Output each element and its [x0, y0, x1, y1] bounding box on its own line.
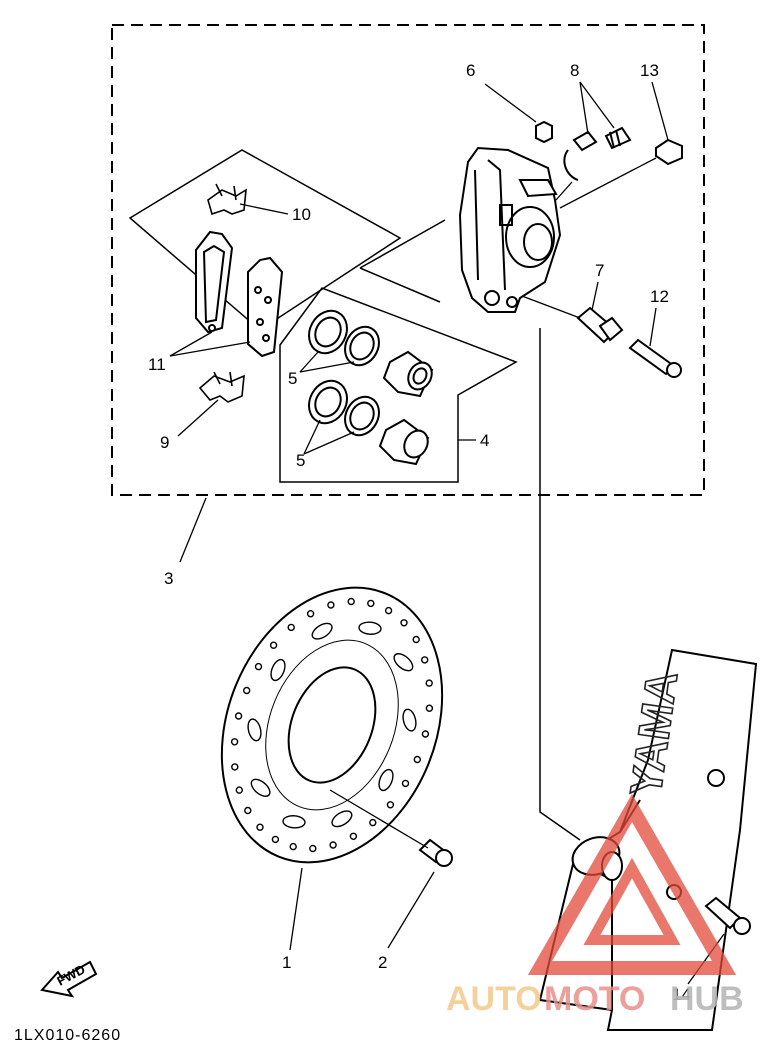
disc-hole	[400, 619, 408, 627]
piston-bottom	[378, 418, 430, 466]
disc-slot	[311, 622, 333, 640]
disc-slot	[282, 815, 306, 829]
disc-slot	[247, 718, 262, 742]
disc-hole	[386, 801, 395, 809]
disc-hole	[254, 662, 263, 671]
disc-slot	[250, 778, 271, 797]
label-part-12: 12	[650, 287, 669, 306]
bleed-screw	[563, 126, 632, 181]
disc-hole	[425, 679, 433, 687]
disc-hole	[269, 641, 278, 649]
cap	[655, 138, 683, 166]
disc-hole	[242, 686, 251, 695]
seal-kit-outline	[279, 287, 518, 483]
bleed-cap	[535, 120, 553, 144]
disc-slot	[331, 810, 353, 828]
disc-slot	[270, 658, 286, 682]
disc-slot	[393, 653, 414, 672]
piston-top	[382, 350, 434, 398]
label-part-11: 11	[148, 355, 166, 374]
disc-slot	[358, 621, 382, 635]
pad-pin	[628, 338, 682, 378]
fork-bolt	[704, 896, 751, 935]
disc-hole	[349, 832, 358, 840]
disc-slot	[402, 708, 417, 732]
label-part-5-bottom: 5	[296, 451, 305, 470]
label-part-13: 13	[640, 61, 659, 80]
label-part-3: 3	[164, 569, 173, 588]
label-part-6: 6	[466, 61, 475, 80]
disc-hole	[329, 841, 337, 849]
disc-hole	[369, 818, 377, 827]
watermark-logo	[527, 793, 737, 975]
pad-spring-upper	[207, 183, 247, 216]
label-part-1: 1	[282, 953, 291, 972]
fwd-arrow-icon: FWD	[40, 960, 98, 998]
label-part-9: 9	[160, 433, 169, 452]
label-part-2: 2	[378, 953, 387, 972]
disc-hole	[306, 610, 315, 618]
label-part-10: 10	[292, 205, 311, 224]
disc-hole	[244, 806, 252, 815]
caliper-bolt	[576, 306, 624, 344]
disc-hole	[256, 823, 264, 831]
disc-hole	[412, 635, 420, 644]
brake-caliper	[458, 146, 562, 313]
disc-bolt	[418, 838, 453, 867]
watermark-hub: HUB	[670, 980, 744, 1018]
watermark-auto: AUTO	[446, 980, 542, 1018]
disc-hole	[327, 601, 335, 609]
disc-hole	[421, 656, 429, 664]
disc-hole	[309, 844, 317, 853]
disc-holes	[230, 597, 434, 853]
caliper-assembly-box	[111, 24, 705, 496]
disc-hole	[289, 842, 297, 851]
caliper-guide-line	[359, 219, 446, 269]
disc-hole	[230, 738, 239, 746]
disc-hole	[347, 597, 355, 606]
label-part-7: 7	[595, 261, 604, 280]
label-part-4: 4	[480, 431, 489, 450]
brake-pad-a	[195, 230, 234, 334]
disc-hole	[271, 835, 280, 844]
disc-hole	[384, 606, 393, 615]
brake-disc	[220, 586, 444, 864]
disc-hole	[287, 623, 295, 632]
disc-hole	[413, 755, 421, 764]
diagram-code: 1LX010-6260	[14, 1027, 121, 1044]
piston-seal-top	[308, 309, 380, 367]
label-part-8: 8	[570, 61, 579, 80]
disc-hole	[231, 763, 239, 771]
disc-hole	[235, 786, 244, 794]
label-part-5-top: 5	[288, 369, 297, 388]
label-part-14: 14	[672, 985, 691, 1004]
disc-hole	[421, 730, 430, 738]
piston-seal-bottom	[308, 379, 380, 437]
disc-hole	[234, 712, 243, 720]
disc-slot	[378, 768, 394, 792]
disc-hole	[367, 599, 375, 608]
disc-hole	[425, 704, 434, 712]
disc-hole	[401, 779, 410, 788]
watermark-moto: MOTO	[544, 980, 645, 1018]
brake-pad-b	[247, 256, 284, 358]
caliper-to-fork-line	[539, 328, 581, 841]
pad-spring-lower	[198, 371, 245, 403]
